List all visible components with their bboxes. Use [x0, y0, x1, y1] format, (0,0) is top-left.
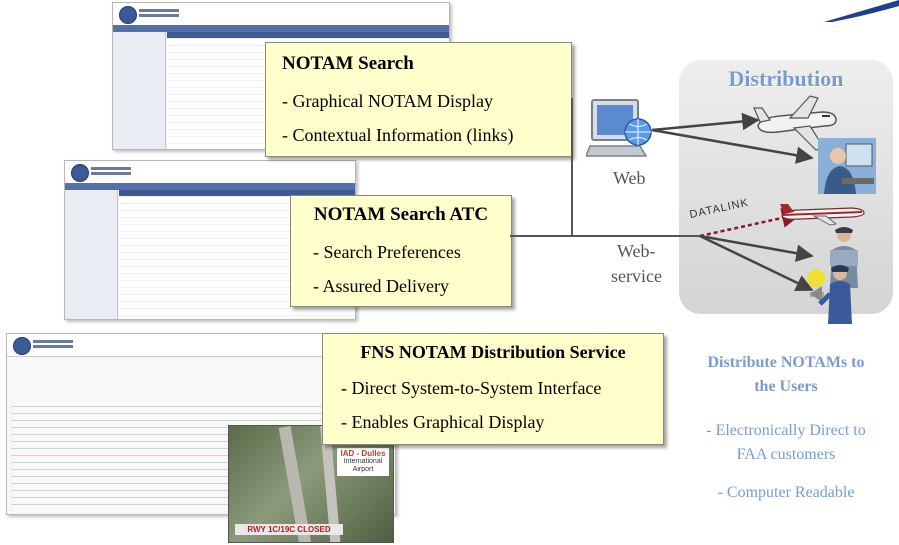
arrow-to-dispatcher [651, 128, 814, 164]
callout-title: NOTAM Search ATC [313, 204, 489, 225]
summary-heading-line2: the Users [754, 378, 818, 395]
distribution-title: Distribution [728, 66, 844, 91]
webservice-label-line2: service [611, 266, 662, 286]
search-sidebar [113, 32, 166, 149]
corner-swoosh [824, 0, 899, 22]
summary-item-1-line2: FAA customers [736, 446, 836, 463]
notam-search-callout: NOTAM Search - Graphical NOTAM Display -… [265, 42, 572, 157]
callout-title: NOTAM Search [282, 53, 414, 74]
runway-closed-label: RWY 1C/19C CLOSED [235, 524, 343, 535]
callout-item: - Enables Graphical Display [341, 412, 545, 432]
web-label: Web [613, 168, 646, 188]
arrow-to-ground-crew [699, 234, 814, 292]
ground-crew-icon [807, 265, 852, 324]
fns-distribution-callout: FNS NOTAM Distribution Service - Direct … [322, 333, 664, 445]
web-computer-icon [586, 99, 652, 157]
regional-jet-icon [780, 204, 865, 226]
arrow-to-aircraft [651, 112, 760, 132]
search-sidebar [65, 190, 118, 319]
dispatcher-icon [818, 138, 876, 194]
webservice-label-line1: Web- [617, 241, 656, 261]
airport-label-line1: IAD - Dulles [340, 449, 386, 458]
callout-item: - Assured Delivery [313, 276, 449, 296]
callout-title: FNS NOTAM Distribution Service [360, 342, 626, 362]
callout-item: - Contextual Information (links) [282, 125, 514, 145]
airport-label: IAD - Dulles International Airport [337, 448, 389, 476]
arrow-to-pilot [699, 234, 814, 262]
summary-heading-line1: Distribute NOTAMs to [707, 354, 865, 371]
airport-label-line2: International Airport [343, 458, 383, 473]
callout-item: - Direct System-to-System Interface [341, 378, 602, 398]
callout-item: - Graphical NOTAM Display [282, 91, 494, 111]
notam-search-atc-callout: NOTAM Search ATC - Search Preferences - … [290, 195, 512, 307]
faa-seal-icon [13, 337, 31, 355]
summary-item-2: - Computer Readable [717, 484, 855, 501]
callout-item: - Search Preferences [313, 242, 461, 262]
faa-seal-icon [71, 164, 89, 182]
faa-seal-icon [119, 6, 137, 24]
aircraft-icon [753, 95, 837, 151]
summary-item-1-line1: - Electronically Direct to [706, 422, 866, 439]
